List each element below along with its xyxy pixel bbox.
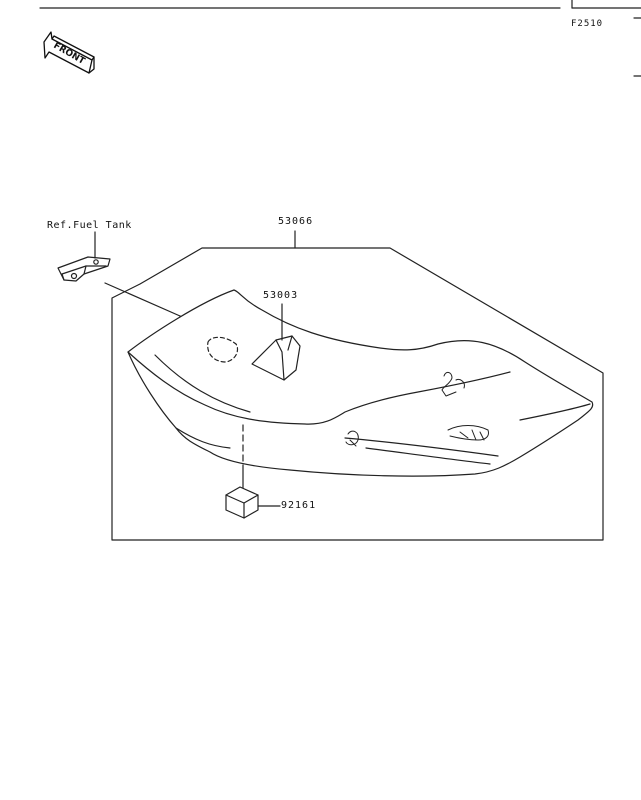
callout-92161: 92161 <box>281 500 317 511</box>
seat-body <box>127 289 594 477</box>
seat-emblem-icon <box>345 371 489 447</box>
callout-53003: 53003 <box>263 290 299 301</box>
rubber-block-icon <box>225 486 259 519</box>
figure-code: F2510 <box>571 19 604 29</box>
assembly-frame <box>111 247 604 541</box>
seat-hidden-detail <box>207 336 239 363</box>
callout-53066: 53066 <box>278 216 314 227</box>
seat-label-decal-icon <box>251 335 301 381</box>
fuel-tank-bracket-icon <box>57 256 111 282</box>
front-arrow-icon: FRONT <box>43 31 95 74</box>
callout-ref-fuel-tank: Ref.Fuel Tank <box>47 220 132 231</box>
fuel-tank-connector <box>104 282 181 317</box>
